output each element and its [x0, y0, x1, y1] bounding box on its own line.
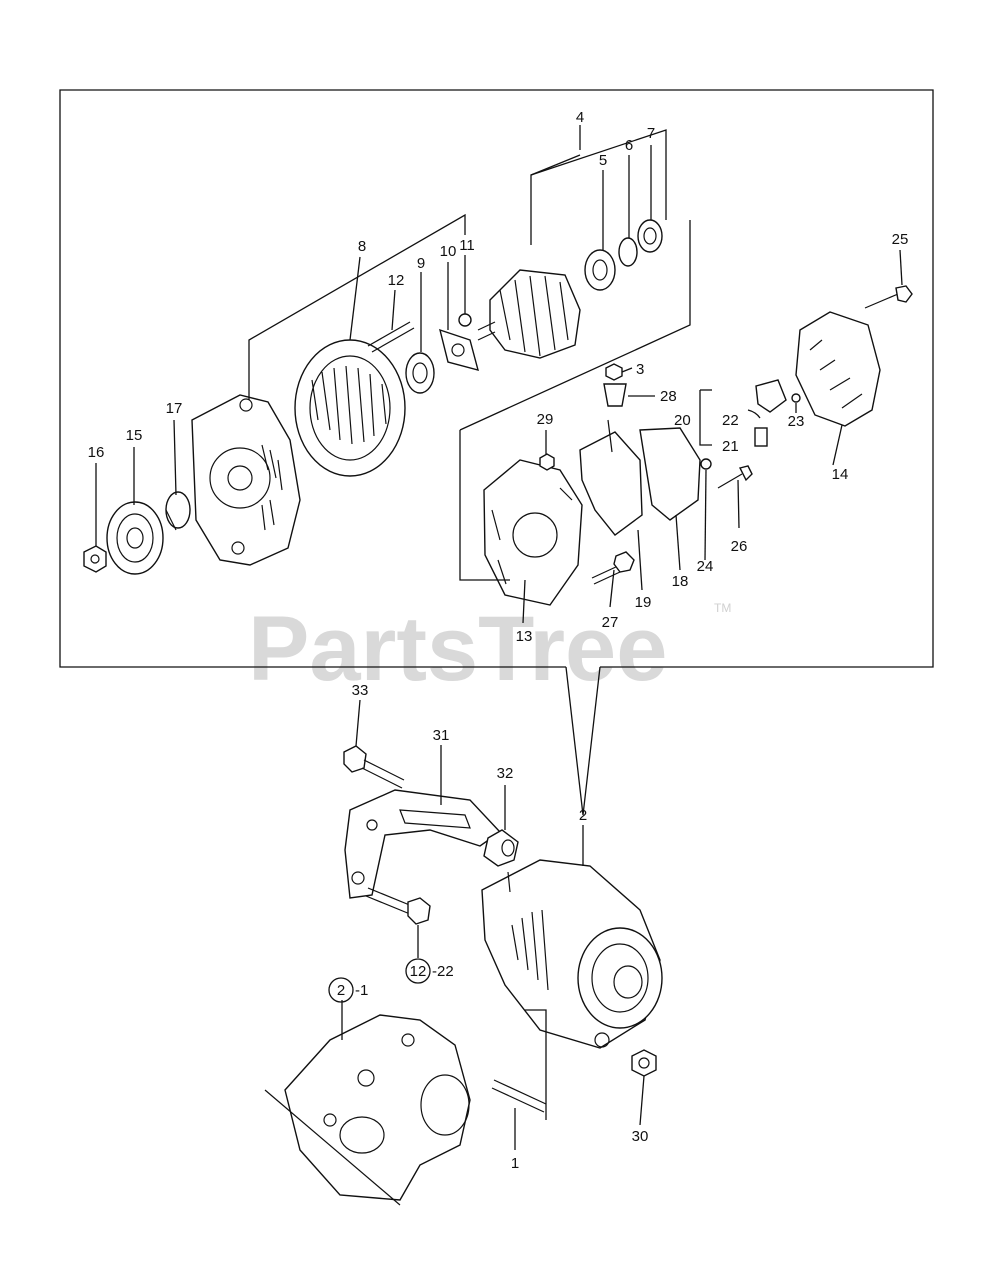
trademark-mark: TM: [714, 601, 731, 615]
callout-17: 17: [166, 400, 183, 417]
rear-group-bracket: [459, 430, 510, 581]
bearing-retainer-plate: [439, 328, 479, 371]
regulator: [639, 427, 701, 521]
callout-9: 9: [417, 255, 425, 272]
bolt-33: [343, 745, 405, 789]
alternator-bracket: [344, 789, 502, 899]
rear-cover: [795, 311, 881, 427]
bolt-25: [864, 285, 913, 309]
leader-lines-install: [341, 699, 645, 1150]
callout-29: 29: [537, 411, 554, 428]
callout-24: 24: [697, 558, 714, 575]
screw-11: [458, 313, 472, 327]
bearing-group-line: [530, 154, 581, 176]
ref-b-suffix-text: -22: [432, 963, 454, 980]
engine-gear-case: [264, 1014, 471, 1206]
reference-part-12-22: 12 -22: [405, 958, 454, 984]
bolt-27: [591, 551, 635, 585]
alternator-assembly: [481, 859, 663, 1049]
callout-labels: 4 5 6 7 8 9 10 11 12 25 3 28 29 20 22 21…: [88, 109, 909, 1172]
rear-group-top-line: [459, 220, 691, 431]
stud-1: [491, 1079, 547, 1113]
callout-5: 5: [599, 152, 607, 169]
nut-30: [631, 1049, 657, 1077]
stud-12: [367, 321, 415, 353]
callout-13: 13: [516, 628, 533, 645]
callout-31: 31: [433, 727, 450, 744]
callout-4: 4: [576, 109, 584, 126]
terminal-nut-3: [605, 363, 623, 381]
callout-33: 33: [352, 682, 369, 699]
callout-2: 2: [579, 807, 587, 824]
washer-6: [618, 237, 638, 267]
nut-29: [539, 453, 555, 471]
rectifier: [579, 419, 643, 536]
callout-21: 21: [722, 438, 739, 455]
bearing-5: [584, 249, 616, 291]
spacer-collar: [165, 491, 191, 531]
callout-14: 14: [832, 466, 849, 483]
callout-22: 22: [722, 412, 739, 429]
callout-27: 27: [602, 614, 619, 631]
detail-pointer-lines: [565, 666, 601, 816]
bolt-26: [717, 465, 753, 489]
callout-30: 30: [632, 1128, 649, 1145]
detail-frame: [59, 89, 934, 668]
callout-7: 7: [647, 125, 655, 142]
callout-25: 25: [892, 231, 909, 248]
callout-32: 32: [497, 765, 514, 782]
callout-26: 26: [731, 538, 748, 555]
callout-6: 6: [625, 137, 633, 154]
brush-holder-assembly: [747, 379, 801, 447]
callout-12: 12: [388, 272, 405, 289]
callout-8: 8: [358, 238, 366, 255]
callout-28: 28: [660, 388, 677, 405]
ref-b-circle-text: 12: [410, 963, 427, 980]
screw-24: [700, 458, 712, 470]
parts-tree-watermark: PartsTree: [248, 598, 667, 700]
callout-16: 16: [88, 444, 105, 461]
callout-18: 18: [672, 573, 689, 590]
stator: [294, 339, 406, 477]
spacer-32: [483, 829, 519, 867]
pulley-nut: [83, 545, 107, 573]
reference-part-2-1: 2 -1: [328, 977, 368, 1003]
rotor-group-bracket: [530, 129, 667, 245]
callout-19: 19: [635, 594, 652, 611]
callout-20: 20: [674, 412, 691, 429]
callout-23: 23: [788, 413, 805, 430]
insulator-28: [603, 383, 627, 407]
callout-10: 10: [440, 243, 457, 260]
drive-end-housing: [191, 394, 301, 566]
callout-3: 3: [636, 361, 644, 378]
brush-group-bracket: [699, 390, 712, 446]
callout-1: 1: [511, 1155, 519, 1172]
callout-15: 15: [126, 427, 143, 444]
ref-a-suffix-text: -1: [355, 982, 368, 999]
bearing-9: [405, 352, 435, 394]
bracket-bolt: [365, 887, 431, 925]
cover-7: [637, 219, 663, 253]
rotor: [477, 269, 581, 359]
rear-end-housing: [483, 459, 583, 606]
pulley: [106, 501, 164, 575]
leader-lines-detail: [95, 125, 903, 624]
callout-11: 11: [459, 237, 475, 254]
ref-a-circle-text: 2: [337, 982, 345, 999]
